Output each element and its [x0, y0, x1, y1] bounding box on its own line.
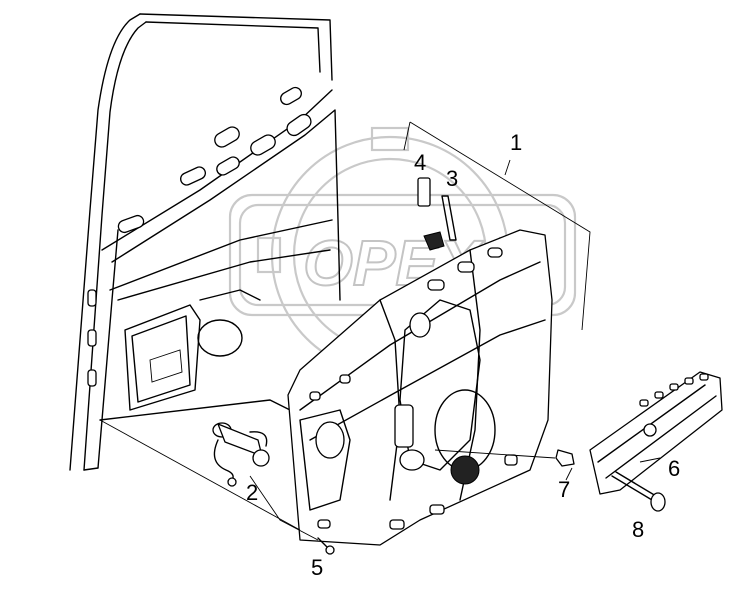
part-4-clip: [417, 177, 431, 207]
callout-4: 4: [414, 150, 426, 175]
callout-2: 2: [246, 480, 258, 505]
callout-8: 8: [632, 517, 644, 542]
screw-part-5: [317, 537, 335, 555]
door-frame: [69, 13, 341, 471]
callout-6: 6: [668, 456, 680, 481]
callout-5: 5: [311, 555, 323, 580]
part-3-strip: [441, 195, 457, 241]
bolt: [611, 471, 666, 512]
lower-bracket: [589, 371, 723, 495]
callout-3: 3: [446, 166, 458, 191]
guide-clip-parts: [417, 177, 457, 251]
nut: [555, 449, 575, 467]
window-regulator-assembly: [287, 121, 591, 546]
window-motor: [212, 422, 270, 487]
leader-lines: [99, 159, 661, 541]
callout-1: 1: [510, 130, 522, 155]
callout-7: 7: [558, 477, 570, 502]
